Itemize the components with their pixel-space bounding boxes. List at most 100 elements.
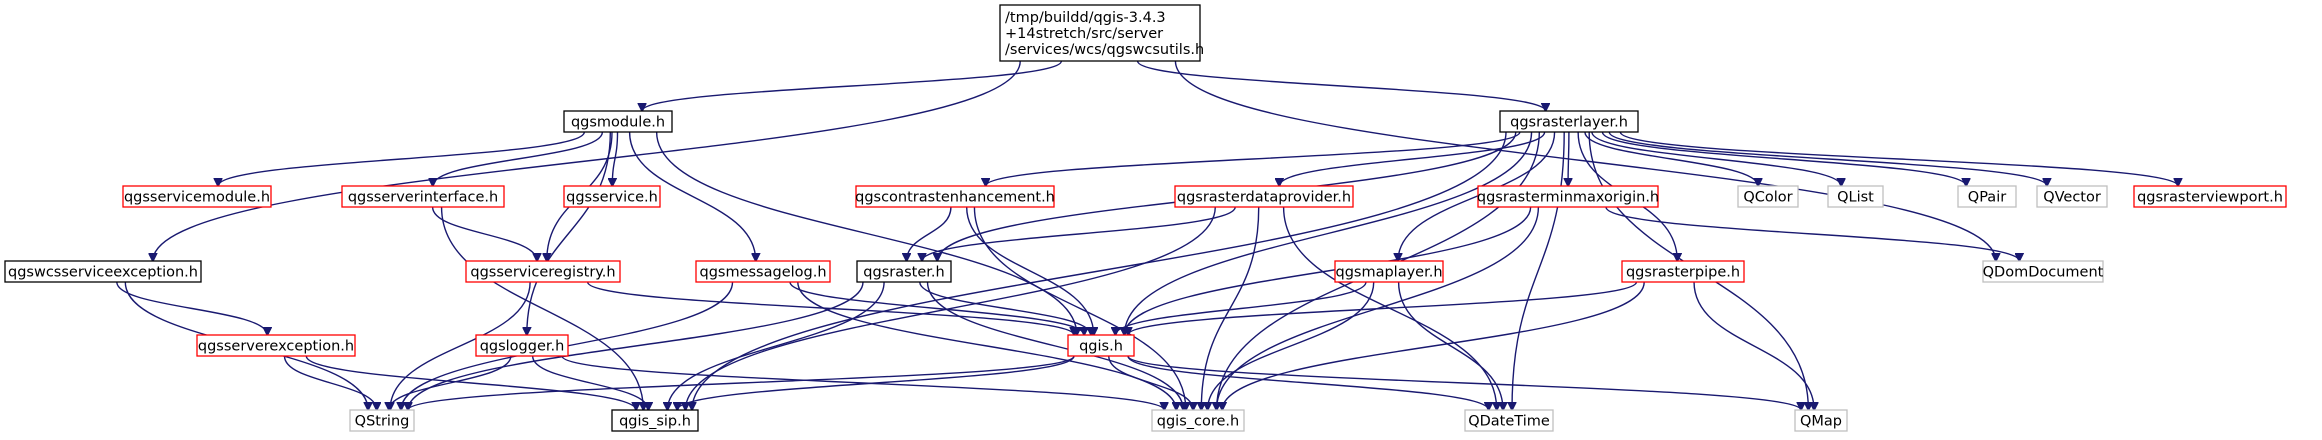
node-root[interactable]: /tmp/buildd/qgis-3.4.3+14stretch/src/ser… — [999, 4, 1204, 62]
edge-qgsrasterlayer-to-QVector — [1608, 131, 2047, 186]
edge-qgsmodule-to-qgsserverinterface — [433, 131, 604, 186]
node-qgsrasterlayer[interactable]: qgsrasterlayer.h — [1499, 110, 1639, 133]
edge-qgsraster-to-qgis_sip — [667, 281, 885, 410]
node-QVector: QVector — [2036, 185, 2108, 208]
node-box — [1827, 185, 1884, 208]
node-label: qgsrasterdataprovider.h — [1177, 190, 1351, 206]
node-label: qgsserverinterface.h — [348, 190, 498, 206]
edge-qgsrasterpipe-to-QMap — [1693, 281, 1814, 410]
node-label: qgsmodule.h — [571, 115, 665, 131]
node-box — [1464, 409, 1554, 432]
edge-qgsserverinterface-to-qgsserviceregistry — [431, 206, 537, 261]
edge-qgsrasterpipe-to-qgis_core — [1222, 281, 1645, 410]
node-label: qgsserviceregistry.h — [470, 265, 615, 281]
node-QString: QString — [349, 409, 415, 432]
node-label: qgsserverexception.h — [198, 339, 354, 355]
node-qgscontrastenhancement[interactable]: qgscontrastenhancement.h — [855, 185, 1055, 208]
node-qgsrasterminmaxorigin[interactable]: qgsrasterminmaxorigin.h — [1477, 185, 1659, 208]
node-label: qgsmaplayer.h — [1335, 265, 1442, 281]
node-qgis_core: qgis_core.h — [1151, 409, 1245, 432]
node-qgsserviceregistry[interactable]: qgsserviceregistry.h — [465, 260, 621, 283]
node-qgsraster[interactable]: qgsraster.h — [856, 260, 952, 283]
node-box — [611, 409, 699, 432]
node-label: QDateTime — [1468, 414, 1550, 430]
edge-qgsrasterdataprovider-to-qgis_core — [1201, 206, 1260, 410]
node-qgsrasterviewport[interactable]: qgsrasterviewport.h — [2133, 185, 2287, 208]
node-qgis_sip[interactable]: qgis_sip.h — [611, 409, 699, 432]
edge-qgsserverinterface-to-qgis_sip — [440, 206, 644, 410]
edge-qgslogger-to-QString — [389, 355, 512, 410]
edge-qgsmessagelog-to-qgis_core — [797, 281, 1176, 410]
node-label: QList — [1837, 190, 1874, 206]
node-box — [2036, 185, 2108, 208]
edge-qgsmessagelog-to-qgis — [789, 281, 1084, 335]
node-label: qgsrasterminmaxorigin.h — [1477, 190, 1659, 206]
node-label: qgsrasterlayer.h — [1510, 115, 1628, 131]
node-qgsserverexception[interactable]: qgsserverexception.h — [196, 334, 356, 357]
node-qgsrasterdataprovider[interactable]: qgsrasterdataprovider.h — [1174, 185, 1354, 208]
edge-qgscontrastenhancement-to-qgsraster — [907, 206, 952, 261]
node-QPair: QPair — [1957, 185, 2017, 208]
node-box — [1737, 185, 1799, 208]
edge-qgis-to-QDateTime — [1127, 355, 1489, 410]
edges-layer — [116, 60, 2178, 410]
node-qgslogger[interactable]: qgslogger.h — [475, 334, 569, 357]
node-QMap: QMap — [1794, 409, 1848, 432]
node-QDomDocument: QDomDocument — [1982, 260, 2104, 283]
edge-qgsrasterlayer-to-qgsrasterminmaxorigin — [1568, 131, 1569, 186]
node-label: qgscontrastenhancement.h — [855, 190, 1055, 206]
node-qgsmessagelog[interactable]: qgsmessagelog.h — [695, 260, 831, 283]
edge-qgsmodule-to-qgslogger — [527, 131, 612, 335]
node-qgsserverinterface[interactable]: qgsserverinterface.h — [341, 185, 505, 208]
node-QList: QList — [1827, 185, 1884, 208]
node-label: QVector — [2043, 190, 2101, 206]
node-qgsmodule[interactable]: qgsmodule.h — [563, 110, 673, 133]
node-label: qgsmessagelog.h — [699, 265, 826, 281]
node-label: qgsraster.h — [863, 265, 944, 281]
edge-qgsrasterdataprovider-to-qgis_sip — [685, 206, 1216, 410]
edge-qgsrasterlayer-to-QDateTime — [1512, 131, 1565, 410]
nodes-layer: /tmp/buildd/qgis-3.4.3+14stretch/src/ser… — [4, 4, 2287, 432]
node-label: QColor — [1743, 190, 1792, 206]
edge-qgsmaplayer-to-qgis_core — [1208, 281, 1375, 410]
edge-qgsmodule-to-qgis — [655, 131, 1077, 335]
node-qgis[interactable]: qgis.h — [1067, 334, 1135, 357]
node-box — [563, 185, 661, 208]
node-qgsservicemodule[interactable]: qgsservicemodule.h — [122, 185, 272, 208]
node-qgsrasterpipe[interactable]: qgsrasterpipe.h — [1621, 260, 1745, 283]
node-qgsmaplayer[interactable]: qgsmaplayer.h — [1334, 260, 1444, 283]
node-box — [196, 334, 356, 357]
node-label: qgis_core.h — [1157, 414, 1239, 430]
edge-qgsrasterpipe-to-qgis — [1128, 281, 1638, 335]
node-box — [465, 260, 621, 283]
node-label: qgsservice.h — [566, 190, 658, 206]
node-box — [1621, 260, 1745, 283]
node-label: +14stretch/src/server — [1005, 26, 1163, 42]
node-box — [855, 185, 1055, 208]
edge-qgsmaplayer-to-QDateTime — [1397, 281, 1503, 410]
node-box — [1982, 260, 2104, 283]
edge-qgsrasterlayer-to-qgsmaplayer — [1398, 131, 1556, 261]
node-label: qgis.h — [1079, 339, 1123, 355]
node-label: qgswcsserviceexception.h — [8, 265, 198, 281]
edge-qgscontrastenhancement-to-qgis — [965, 206, 1094, 335]
node-box — [341, 185, 505, 208]
node-label: qgis_sip.h — [619, 414, 691, 430]
node-label: QMap — [1800, 414, 1842, 430]
edge-qgsrasterlayer-to-qgis — [1124, 131, 1533, 335]
node-label: qgsrasterpipe.h — [1626, 265, 1740, 281]
edge-qgis-to-qgis_core — [1108, 355, 1193, 410]
edge-qgswcsserviceexception-to-qgsserverexception — [116, 281, 268, 335]
edge-qgsrasterlayer-to-QColor — [1584, 131, 1758, 186]
edge-qgsmaplayer-to-qgis — [1115, 281, 1367, 335]
node-box — [563, 110, 673, 133]
edge-qgsserviceregistry-to-QString — [390, 281, 531, 410]
node-box — [1334, 260, 1444, 283]
node-qgsservice[interactable]: qgsservice.h — [563, 185, 661, 208]
edge-qgsraster-to-qgis — [919, 281, 1091, 335]
edge-qgis-to-QString — [408, 355, 1075, 410]
node-label: /tmp/buildd/qgis-3.4.3 — [1005, 10, 1166, 26]
edge-qgsrasterlayer-to-QList — [1591, 131, 1841, 186]
node-qgswcsserviceexception[interactable]: qgswcsserviceexception.h — [4, 260, 202, 283]
edge-qgsrasterlayer-to-qgsrasterdataprovider — [1279, 131, 1546, 186]
